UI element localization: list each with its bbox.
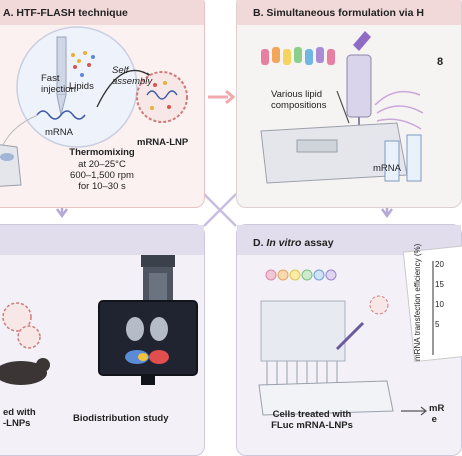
tick-20: 20 [435, 260, 444, 269]
mouse-icon [0, 358, 50, 385]
partial-number-label: 8 [437, 56, 444, 68]
tick-15: 15 [435, 280, 444, 289]
mrna-label: mRNA [45, 127, 73, 138]
lnp-icon-c [2, 302, 41, 349]
panel-d: D. In vitro assay mRNA transfection effi… [236, 224, 462, 456]
partial-right-label: mR e [429, 403, 445, 425]
cross-connector [203, 193, 237, 227]
tick-5: 5 [435, 320, 440, 329]
y-axis-label: mRNA transfection efficiency (%) [413, 243, 422, 361]
panel-c-header [0, 225, 204, 255]
tick-10: 10 [435, 300, 444, 309]
panel-c: ed with-LNPs Biodistribution study [0, 224, 205, 456]
panel-a-title: A. HTF-FLASH technique [3, 7, 128, 19]
mrna-lnp-label: mRNA-LNP [137, 137, 189, 148]
thermomixing-title: Thermomixing [69, 147, 135, 158]
zoom-circle [2, 26, 155, 148]
treated-with-label: ed with-LNPs [3, 407, 36, 429]
biodistribution-label: Biodistribution study [73, 413, 169, 424]
mrna-label-b: mRNA [373, 163, 401, 174]
arrow-a-to-b [208, 89, 236, 105]
thermomixer-icon [0, 144, 22, 187]
panel-a-header [0, 0, 204, 25]
monitor-icon [98, 300, 198, 385]
tube-rack-icon [260, 31, 424, 184]
panel-b-title: B. Simultaneous formulation via H [253, 7, 424, 19]
panel-b: B. Simultaneous formulation via H Variou… [236, 0, 462, 208]
lnp-particle-icon [136, 71, 188, 123]
panel-d-title: D. In vitro assay [253, 237, 334, 249]
panel-b-header [237, 0, 461, 25]
well-plate-icon [258, 269, 427, 416]
chart-card [402, 245, 462, 363]
lipids-label: Lipids [69, 81, 94, 92]
